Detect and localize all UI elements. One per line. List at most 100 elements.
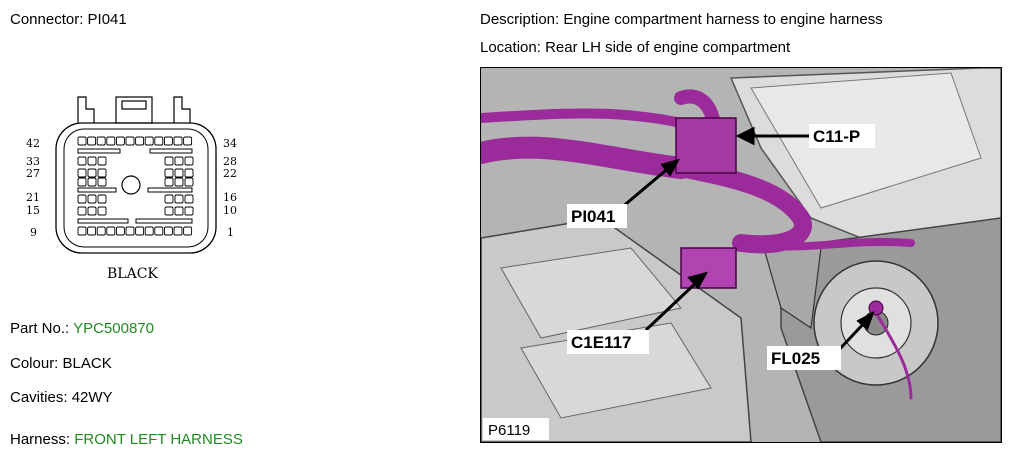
connector-heading: Connector: PI041 [10, 11, 127, 28]
pin-cavity [87, 156, 97, 166]
pin-cavity [97, 156, 107, 166]
pin-label-21: 21 [26, 191, 40, 204]
pin-label-9: 9 [30, 226, 37, 239]
pin-cavity [184, 177, 194, 187]
pin-cavity [115, 226, 125, 236]
pin-label-27: 27 [26, 167, 40, 180]
description-line: Description: Engine compartment harness … [480, 11, 883, 28]
pin-cavity [77, 226, 87, 236]
pin-cavity [97, 194, 107, 204]
pin-cavity [135, 226, 145, 236]
pin-cavity [144, 226, 154, 236]
pin-cavity [87, 226, 97, 236]
row-separators [77, 148, 193, 224]
pin-cavity [184, 194, 194, 204]
pin-cavity [77, 156, 87, 166]
pin-cavity [174, 168, 184, 178]
cavities-line: Cavities: 42WY [10, 389, 113, 406]
pin-cavity [115, 136, 125, 146]
part-number-line: Part No.: YPC500870 [10, 320, 154, 337]
pin-cavity [87, 206, 97, 216]
pin-cavity [173, 226, 183, 236]
pin-cavity [154, 226, 164, 236]
pin-label-10: 10 [223, 204, 237, 217]
pin-cavity [106, 226, 116, 236]
connector-c1e117-body [680, 247, 737, 289]
pin-label-42: 42 [26, 137, 40, 150]
pin-cavity [135, 136, 145, 146]
pin-cavity [77, 136, 87, 146]
pin-cavity [106, 136, 116, 146]
connector-fl025-body [868, 300, 884, 316]
center-hole [121, 175, 141, 195]
pin-cavity [144, 136, 154, 146]
callout-pi041: PI041 [571, 207, 615, 226]
connector-label: Connector: [10, 11, 84, 28]
colour-value: BLACK [62, 355, 112, 372]
pin-cavities [77, 136, 194, 236]
description-value: Engine compartment harness to engine har… [563, 11, 883, 28]
pin-label-33: 33 [26, 155, 40, 168]
pin-cavity [97, 168, 107, 178]
connector-pi041-body [675, 117, 737, 174]
pin-cavity [97, 177, 107, 187]
pin-cavity [87, 168, 97, 178]
harness-line: Harness: FRONT LEFT HARNESS [10, 431, 243, 448]
pin-cavity [183, 136, 193, 146]
pin-cavity [125, 226, 135, 236]
callout-fl025: FL025 [771, 349, 820, 368]
pin-label-16: 16 [223, 191, 237, 204]
pin-cavity [174, 194, 184, 204]
pin-cavity [163, 226, 173, 236]
pin-cavity [163, 136, 173, 146]
harness-value[interactable]: FRONT LEFT HARNESS [74, 431, 243, 448]
pin-label-28: 28 [223, 155, 237, 168]
pin-label-1: 1 [227, 226, 234, 239]
pin-cavity [164, 206, 174, 216]
pin-cavity [96, 136, 106, 146]
part-number-label: Part No.: [10, 320, 70, 337]
pin-cavity [164, 156, 174, 166]
pin-label-34: 34 [223, 137, 237, 150]
pin-cavity [164, 177, 174, 187]
pin-cavity [164, 194, 174, 204]
location-value: Rear LH side of engine compartment [545, 39, 791, 56]
pin-cavity [174, 177, 184, 187]
pin-cavity [174, 156, 184, 166]
pin-cavity [97, 206, 107, 216]
pin-cavity [184, 206, 194, 216]
pin-cavity [77, 168, 87, 178]
pin-cavity [164, 168, 174, 178]
pin-cavity [125, 136, 135, 146]
pin-cavity [96, 226, 106, 236]
pin-cavity [184, 168, 194, 178]
cavities-value: 42WY [71, 389, 113, 406]
pin-cavity [77, 206, 87, 216]
pin-cavity [154, 136, 164, 146]
connector-value: PI041 [87, 11, 127, 28]
pin-label-15: 15 [26, 204, 40, 217]
connector-housing-inner [63, 128, 209, 248]
pin-cavity [183, 226, 193, 236]
connector-color-label: BLACK [107, 266, 158, 282]
image-id: P6119 [488, 422, 530, 439]
location-line: Location: Rear LH side of engine compart… [480, 39, 790, 56]
pin-cavity [77, 177, 87, 187]
pin-cavity [87, 136, 97, 146]
pin-cavity [184, 156, 194, 166]
pin-label-22: 22 [223, 167, 237, 180]
callout-c1e117: C1E117 [571, 333, 632, 352]
harness-label: Harness: [10, 431, 71, 448]
cavities-label: Cavities: [10, 389, 68, 406]
location-photo: C11-P PI041 C1E117 FL025 P6119 [480, 67, 1002, 443]
description-label: Description: [480, 11, 560, 28]
connector-face-diagram: 42 33 27 21 15 9 34 28 22 16 10 1 BLACK [26, 96, 237, 282]
pin-cavity [174, 206, 184, 216]
colour-label: Colour: [10, 355, 59, 372]
connector-latch [77, 96, 191, 124]
pin-cavity [77, 194, 87, 204]
connector-housing-outer [55, 122, 217, 254]
callout-c11-p: C11-P [813, 127, 860, 146]
location-label: Location: [480, 39, 541, 56]
part-number-value[interactable]: YPC500870 [73, 320, 154, 337]
